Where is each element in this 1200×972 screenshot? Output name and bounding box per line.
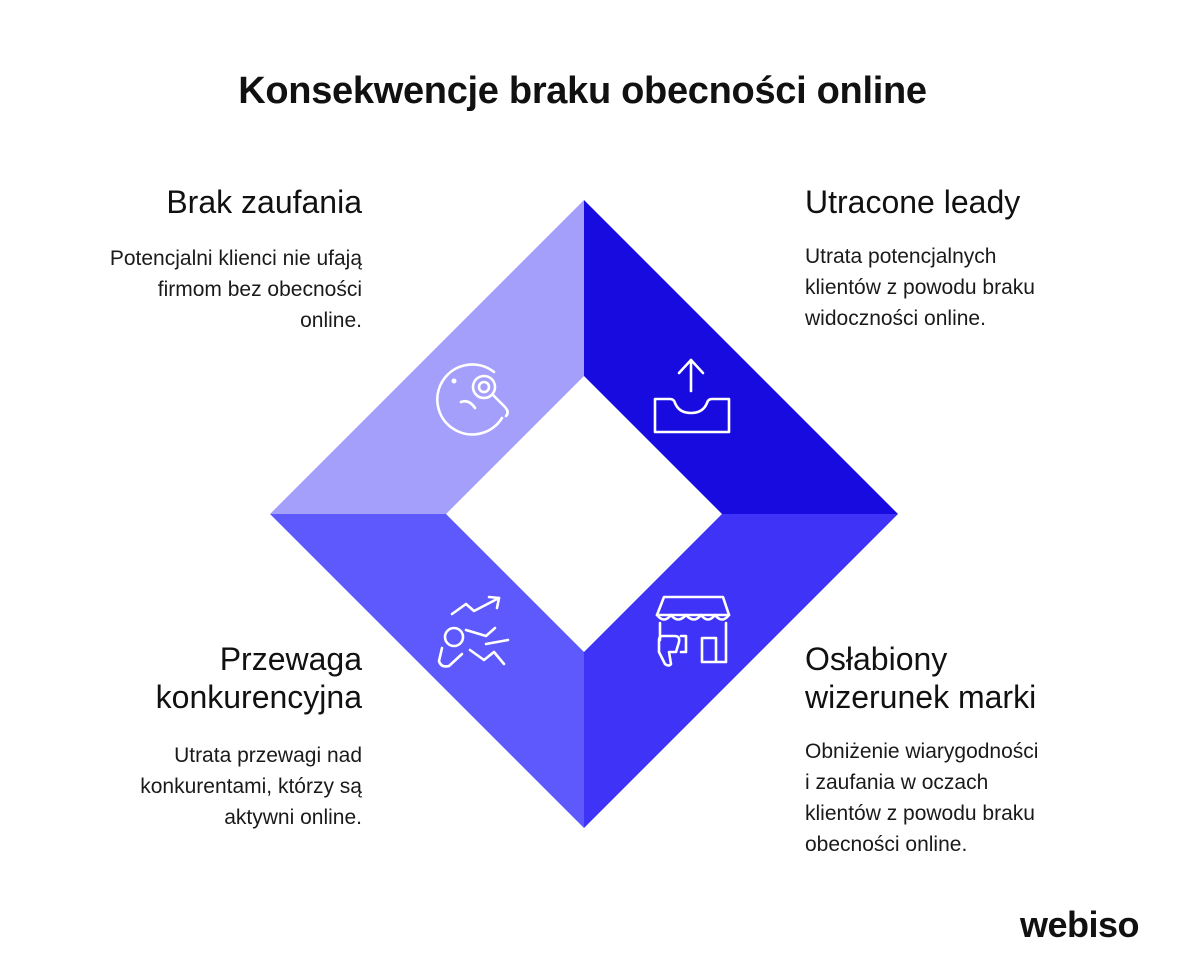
confused-face-magnifier-icon bbox=[436, 363, 509, 436]
quadrant-heading: Przewaga konkurencyjna bbox=[155, 641, 362, 715]
quadrant-oslabiony-wizerunek: Osłabiony wizerunek marki Obniżenie wiar… bbox=[805, 640, 1095, 860]
quadrant-heading: Brak zaufania bbox=[166, 184, 362, 220]
falling-person-trend-icon bbox=[437, 595, 510, 668]
quadrant-description: Potencjalni klienci nie ufają firmom bez… bbox=[109, 247, 362, 332]
segment-brak-zaufania bbox=[270, 200, 584, 514]
quadrant-heading: Utracone leady bbox=[805, 184, 1021, 220]
upload-tray-icon bbox=[653, 358, 731, 434]
store-thumbs-down-icon bbox=[655, 595, 731, 667]
quadrant-description: Obniżenie wiarygodności i zaufania w ocz… bbox=[805, 740, 1039, 856]
segment-utracone-leady bbox=[584, 200, 898, 514]
page-title: Konsekwencje braku obecności online bbox=[238, 70, 927, 112]
quadrant-przewaga-konkurencyjna: Przewaga konkurencyjna Utrata przewagi n… bbox=[60, 640, 362, 833]
quadrant-brak-zaufania: Brak zaufania Potencjalni klienci nie uf… bbox=[60, 184, 362, 336]
segment-przewaga-konkurencyjna bbox=[270, 514, 584, 828]
quadrant-description: Utrata przewagi nad konkurentami, którzy… bbox=[140, 744, 362, 829]
quadrant-utracone-leady: Utracone leady Utrata potencjalnych klie… bbox=[805, 184, 1085, 334]
quadrant-description: Utrata potencjalnych klientów z powodu b… bbox=[805, 245, 1035, 330]
quadrant-heading: Osłabiony wizerunek marki bbox=[805, 641, 1037, 715]
brand-logo: webiso bbox=[1020, 904, 1140, 945]
segment-oslabiony-wizerunek bbox=[584, 514, 898, 828]
